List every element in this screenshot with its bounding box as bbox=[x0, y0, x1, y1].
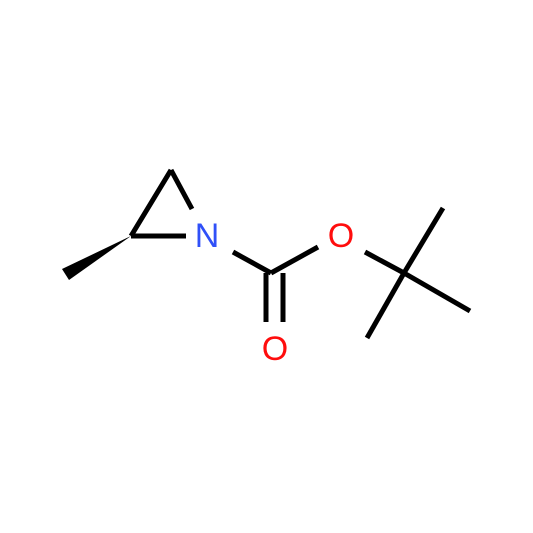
bond-tbutyl-methyl-up bbox=[401, 206, 446, 275]
bonds bbox=[128, 168, 472, 340]
bond-carbonyl-c-ester-o bbox=[269, 244, 320, 276]
bond-ring-ch2-c2 bbox=[128, 168, 174, 238]
bond-tbutyl-methyl-down bbox=[364, 271, 407, 340]
atom-label-ester-oxygen: O bbox=[328, 217, 354, 255]
bond-ester-o-tbutyl-c bbox=[363, 249, 406, 276]
bond-tbutyl-methyl-right bbox=[402, 270, 472, 314]
atom-label-carbonyl-oxygen: O bbox=[262, 330, 288, 368]
bond-wedge-methyl bbox=[62, 236, 131, 280]
bond-n-carbonyl-c bbox=[231, 249, 273, 276]
bond-ring-ch2-n bbox=[168, 168, 195, 211]
atom-label-nitrogen: N bbox=[195, 217, 220, 255]
